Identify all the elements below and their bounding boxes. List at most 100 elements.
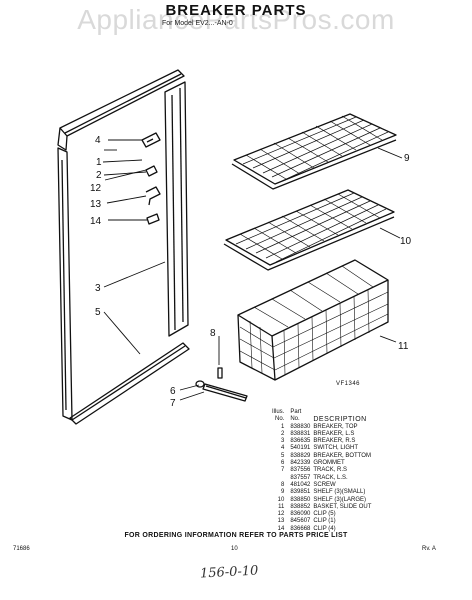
cell-part-no: 836668: [290, 525, 311, 532]
cell-part-no: 836635: [290, 438, 311, 445]
breaker-bottom: [69, 342, 190, 425]
screw: [217, 367, 223, 379]
ordering-note: FOR ORDERING INFORMATION REFER TO PARTS …: [124, 532, 348, 539]
callout-5: 5: [95, 307, 101, 318]
cell-illus-no: 3: [281, 438, 285, 445]
callout-6: 6: [170, 386, 176, 397]
cell-illus-no: 11: [278, 503, 285, 510]
callout-12: 12: [90, 183, 102, 194]
cell-part-no: 836090: [290, 511, 311, 518]
cell-part-no: 481042: [290, 481, 311, 488]
cell-illus-no: 6: [281, 460, 285, 467]
watermark: AppliancePartsPros.com: [77, 4, 395, 35]
cell-description: GROMMET: [313, 460, 345, 467]
header-description: DESCRIPTION: [313, 416, 367, 424]
cell-description: CLIP (5): [313, 511, 336, 518]
wire-shelf-large: [223, 189, 401, 271]
breaker-right-side: [164, 81, 189, 337]
cell-description: BREAKER, BOTTOM: [313, 452, 371, 459]
cell-description: SWITCH, LIGHT: [313, 445, 359, 452]
callout-14: 14: [90, 216, 102, 227]
wire-basket: [237, 259, 397, 381]
figure-code: VF1346: [336, 381, 361, 387]
cell-illus-no: 8: [281, 481, 285, 488]
handwritten-note: 156-0-10: [199, 563, 259, 582]
callout-7: 7: [170, 398, 176, 409]
cell-part-no: 838830: [290, 423, 311, 430]
footer-code: 71686: [13, 546, 30, 552]
cell-illus-no: 1: [281, 423, 285, 430]
clip-14: [146, 213, 160, 225]
wire-shelf-small: [231, 113, 403, 190]
cell-part-no: 837557: [290, 474, 311, 481]
light-switch: [141, 132, 161, 148]
callout-2: 2: [96, 170, 102, 181]
breaker-left-side: [57, 147, 73, 421]
callout-13: 13: [90, 199, 102, 210]
callout-11: 11: [398, 341, 409, 352]
callout-10: 10: [400, 236, 412, 247]
cell-part-no: 837556: [290, 467, 311, 474]
cell-part-no: 839851: [290, 489, 311, 496]
cell-part-no: 838829: [290, 452, 311, 459]
cell-illus-no: 12: [277, 511, 285, 518]
cell-illus-no: 4: [281, 445, 285, 452]
clip-12: [145, 165, 158, 177]
cell-description: SCREW: [313, 481, 336, 488]
cell-illus-no: 7: [281, 467, 285, 474]
cell-illus-no: 13: [277, 518, 285, 525]
page-title: BREAKER PARTS: [165, 2, 307, 19]
header-illus-no: Illus.No.: [272, 409, 285, 423]
callout-8: 8: [210, 328, 216, 339]
cell-illus-no: [272, 475, 290, 482]
cell-description: TRACK, L.S.: [313, 474, 348, 481]
cell-illus-no: 10: [277, 496, 285, 503]
cell-illus-no: 9: [281, 489, 285, 496]
track: [202, 383, 248, 402]
cell-part-no: 838831: [290, 430, 311, 437]
cell-part-no: 845607: [290, 518, 311, 525]
cell-description: BREAKER, L.S: [313, 430, 355, 437]
cell-part-no: 842339: [290, 460, 311, 467]
breaker-top: [57, 69, 185, 151]
cell-description: BREAKER, R.S: [313, 438, 356, 445]
cell-part-no: 838850: [290, 496, 311, 503]
cell-description: SHELF (3)(SMALL): [313, 489, 366, 496]
callout-9: 9: [404, 153, 410, 164]
cell-part-no: 540191: [290, 445, 311, 452]
page-number: 10: [231, 546, 238, 552]
footer-revision: Rv. A: [422, 546, 436, 552]
cell-description: CLIP (1): [313, 518, 336, 525]
cell-description: BREAKER, TOP: [313, 423, 358, 430]
cell-part-no: 838852: [290, 503, 311, 510]
callout-4: 4: [95, 135, 101, 146]
cell-description: CLIP (4): [313, 525, 336, 532]
cell-description: SHELF (3)(LARGE): [313, 496, 367, 503]
cell-description: BASKET, SLIDE OUT: [313, 503, 372, 510]
clip-13: [145, 186, 161, 206]
cell-illus-no: 5: [281, 452, 285, 459]
cell-illus-no: 2: [281, 430, 285, 437]
model-subtitle: For Model EV2...-AN-0: [162, 20, 233, 27]
callout-3: 3: [95, 283, 101, 294]
